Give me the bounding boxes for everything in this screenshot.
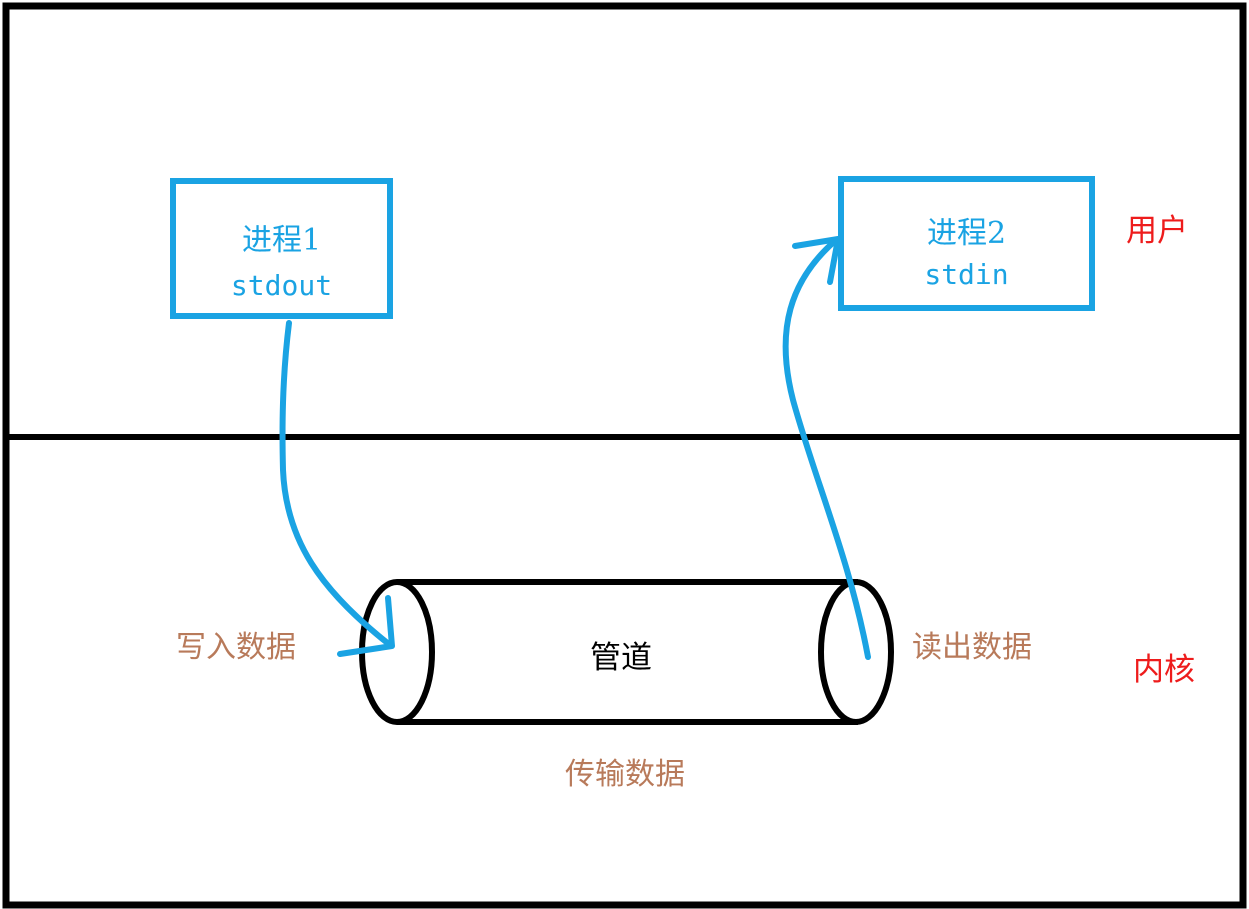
process2-name: 进程2 bbox=[926, 216, 1007, 251]
process1-name: 进程1 bbox=[241, 223, 322, 258]
read-arrow-path bbox=[782, 237, 871, 660]
pipe-label: 管道 bbox=[590, 640, 652, 676]
write-data-label: 写入数据 bbox=[176, 630, 296, 665]
transfer-data-label: 传输数据 bbox=[565, 757, 685, 792]
process2-box: 进程2 stdin bbox=[838, 176, 1095, 311]
process1-stream: stdout bbox=[230, 269, 333, 302]
process1-box: 进程1 stdout bbox=[170, 178, 393, 319]
process2-stream: stdin bbox=[924, 258, 1009, 291]
write-arrowhead bbox=[337, 595, 395, 657]
read-data-label: 读出数据 bbox=[912, 630, 1032, 665]
write-arrow-path bbox=[279, 320, 393, 648]
kernel-space-label: 内核 bbox=[1133, 652, 1195, 688]
pipe-right-end bbox=[818, 579, 894, 725]
user-space-label: 用户 bbox=[1126, 213, 1188, 249]
write-arrow bbox=[279, 320, 395, 657]
